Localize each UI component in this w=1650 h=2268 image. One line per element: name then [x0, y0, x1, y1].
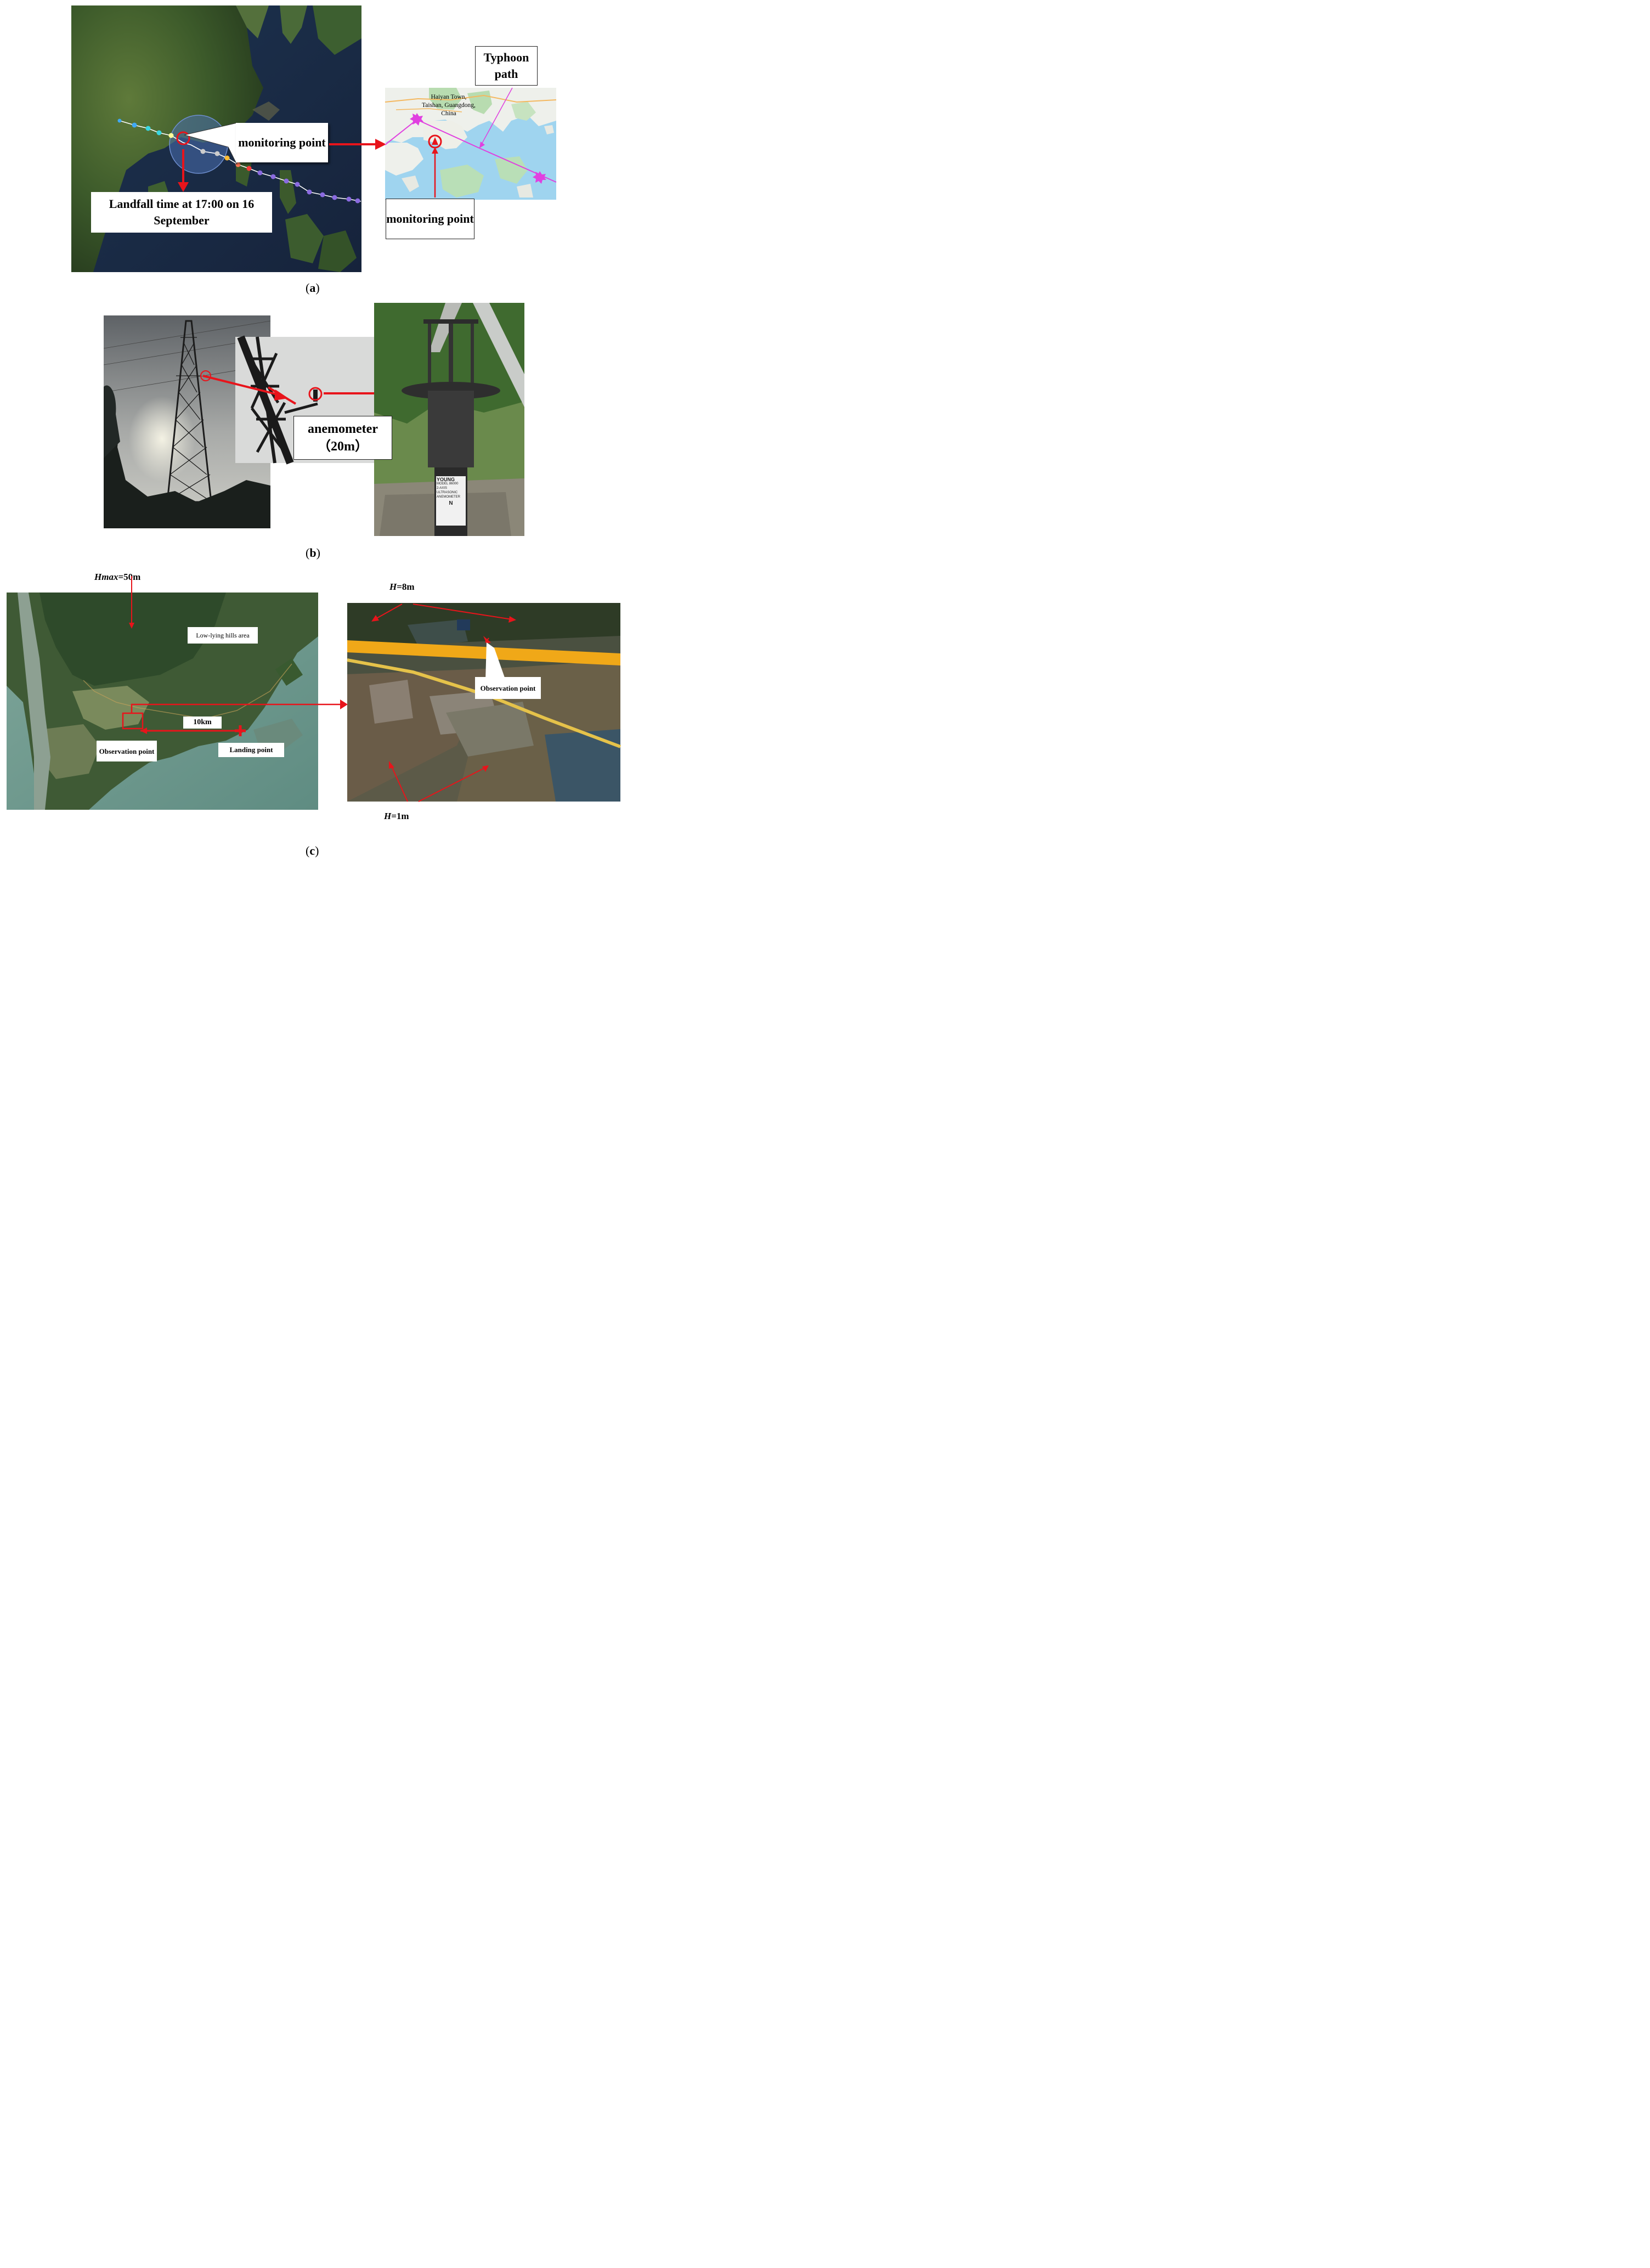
observation-point-label: Observation point	[97, 741, 157, 761]
caption-c: (c)	[306, 844, 319, 857]
device-n: N	[449, 500, 453, 506]
link-arrow-c	[340, 699, 348, 709]
inset-place-name: Haiyan Town, Taishan, Guangdong, China	[422, 94, 476, 117]
hmax-label: Hmax=50m	[94, 572, 141, 582]
landfall-marker	[176, 131, 190, 145]
device-model: MODEL 86000	[437, 482, 459, 486]
h8-label: H=8m	[389, 582, 415, 592]
caption-a: (a)	[306, 281, 320, 295]
monitoring-point-callout: monitoring point	[236, 123, 328, 162]
typhoon-path-label: Typhoon path	[475, 46, 538, 86]
device-type-1: 2-AXIS	[437, 487, 448, 490]
caption-b: (b)	[306, 546, 320, 560]
landfall-label: Landfall time at 17:00 on 16 September	[91, 192, 272, 233]
anemometer-label: anemometer （20m）	[293, 416, 392, 460]
inset-monitoring-label: monitoring point	[386, 199, 474, 239]
coastal-satellite-map	[7, 576, 341, 810]
device-type-2: ULTRASONIC	[437, 491, 458, 494]
landing-point-label: Landing point	[218, 743, 284, 757]
device-brand: YOUNG	[437, 477, 455, 482]
callout-pointer	[184, 122, 238, 165]
device-label: YOUNG MODEL 86000 2-AXIS ULTRASONIC ANEM…	[437, 477, 465, 506]
observation-point-label-right: Observation point	[475, 677, 541, 699]
observation-site-satellite-map	[347, 603, 621, 802]
device-type-3: ANEMOMETER	[437, 495, 461, 499]
distance-label: 10km	[183, 716, 222, 729]
track-points	[117, 119, 360, 204]
anemometer-photo	[374, 303, 524, 536]
inset-map	[385, 87, 557, 200]
h1-label: H=1m	[384, 811, 409, 821]
link-arrow-a	[329, 139, 386, 150]
low-hills-label: Low-lying hills area	[188, 627, 258, 644]
